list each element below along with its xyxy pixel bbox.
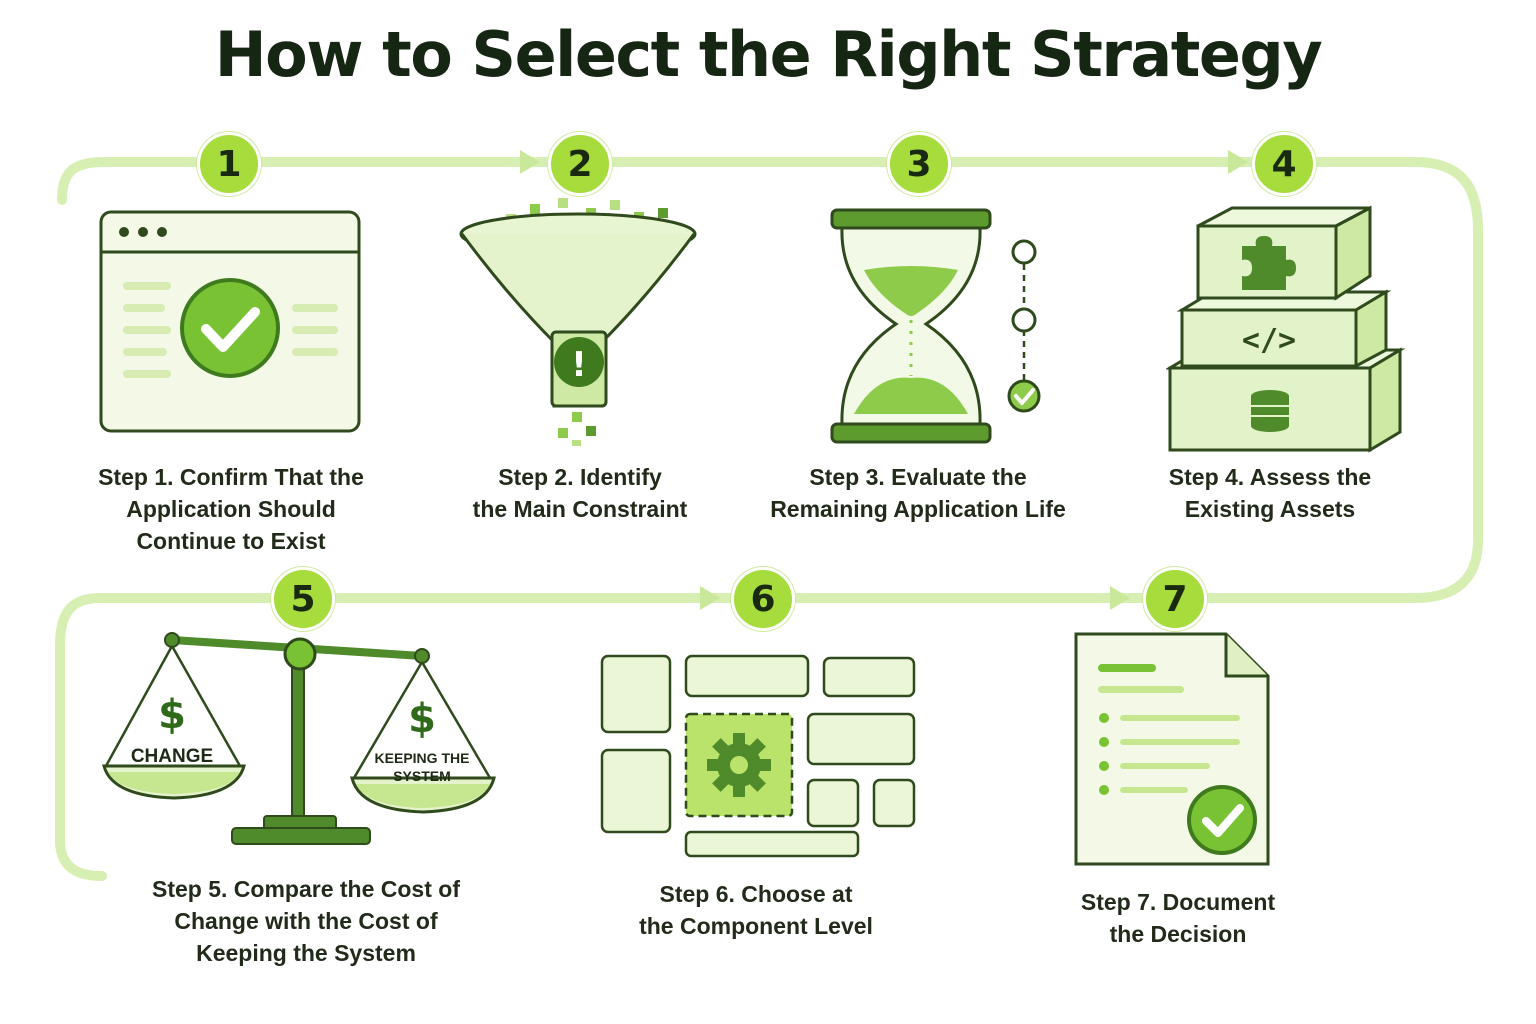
puzzle-icon <box>1242 236 1296 290</box>
document-check-icon <box>1074 632 1270 866</box>
flow-arrow <box>520 150 540 174</box>
step-2-label: Step 2. Identify the Main Constraint <box>472 464 688 522</box>
database-icon <box>1251 390 1289 432</box>
step-7-label: Step 7. Document the Decision <box>1080 889 1276 947</box>
funnel-alert-icon: ! <box>459 198 697 446</box>
step-6-badge: 6 <box>731 567 795 631</box>
funnel-symbol: ! <box>571 345 587 385</box>
scale-label-system: SYSTEM <box>393 768 451 784</box>
step-5-badge: 5 <box>271 567 335 631</box>
dollar-icon: $ <box>158 692 186 738</box>
step-6-label: Step 6. Choose at the Component Level <box>639 881 873 939</box>
step-3-label: Step 3. Evaluate the Remaining Applicati… <box>770 464 1066 522</box>
step-4-label: Step 4. Assess the Existing Assets <box>1168 464 1372 522</box>
flow-arrow <box>1228 150 1248 174</box>
scale-label-change: CHANGE <box>131 746 213 767</box>
component-grid-icon <box>600 654 916 858</box>
gear-icon <box>707 733 771 797</box>
flow-arrow <box>1110 586 1130 610</box>
step-7-badge: 7 <box>1143 567 1207 631</box>
balance-scale-icon: $ CHANGE $ KEEPING THE SYSTEM <box>102 632 496 845</box>
step-1-badge: 1 <box>197 132 261 196</box>
step-1-label: Step 1. Confirm That the Application Sho… <box>98 464 364 554</box>
dollar-icon: $ <box>408 696 436 742</box>
step-2-badge: 2 <box>548 132 612 196</box>
step-4-badge: 4 <box>1252 132 1316 196</box>
stacked-boxes-icon: </> <box>1166 205 1406 453</box>
browser-check-icon <box>99 210 361 433</box>
code-icon: </> <box>1242 323 1296 358</box>
page-title: How to Select the Right Strategy <box>214 18 1323 91</box>
hourglass-icon <box>830 208 1041 444</box>
step-5-label: Step 5. Compare the Cost of Change with … <box>152 876 460 966</box>
scale-label-keeping: KEEPING THE <box>375 750 470 766</box>
flow-arrow <box>700 586 720 610</box>
step-3-badge: 3 <box>887 132 951 196</box>
